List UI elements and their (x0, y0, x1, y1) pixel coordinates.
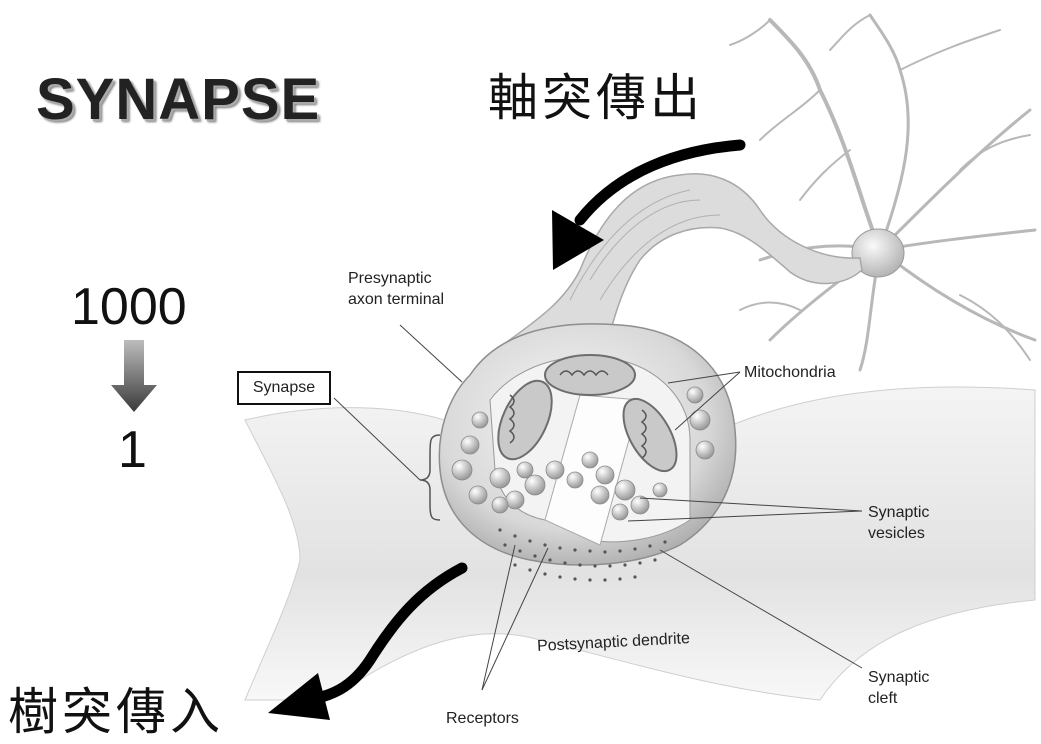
axon-output-label: 軸突傳出 (488, 58, 704, 130)
presynaptic-label: Presynaptic axon terminal (348, 268, 444, 310)
synaptic-cleft-label: Synaptic cleft (868, 667, 929, 709)
ratio-to: 1 (118, 420, 147, 480)
synapse-label: Synapse (237, 371, 331, 405)
page-title: SYNAPSE (36, 66, 320, 133)
mitochondria-label: Mitochondria (744, 362, 836, 383)
ratio-from: 1000 (71, 277, 187, 337)
ratio-down-arrow (111, 340, 157, 412)
receptors-label: Receptors (446, 708, 519, 729)
synaptic-vesicles-label: Synaptic vesicles (868, 502, 929, 544)
dendrite-input-label: 樹突傳入 (8, 672, 224, 744)
neuron-cell-shape (730, 15, 1035, 370)
